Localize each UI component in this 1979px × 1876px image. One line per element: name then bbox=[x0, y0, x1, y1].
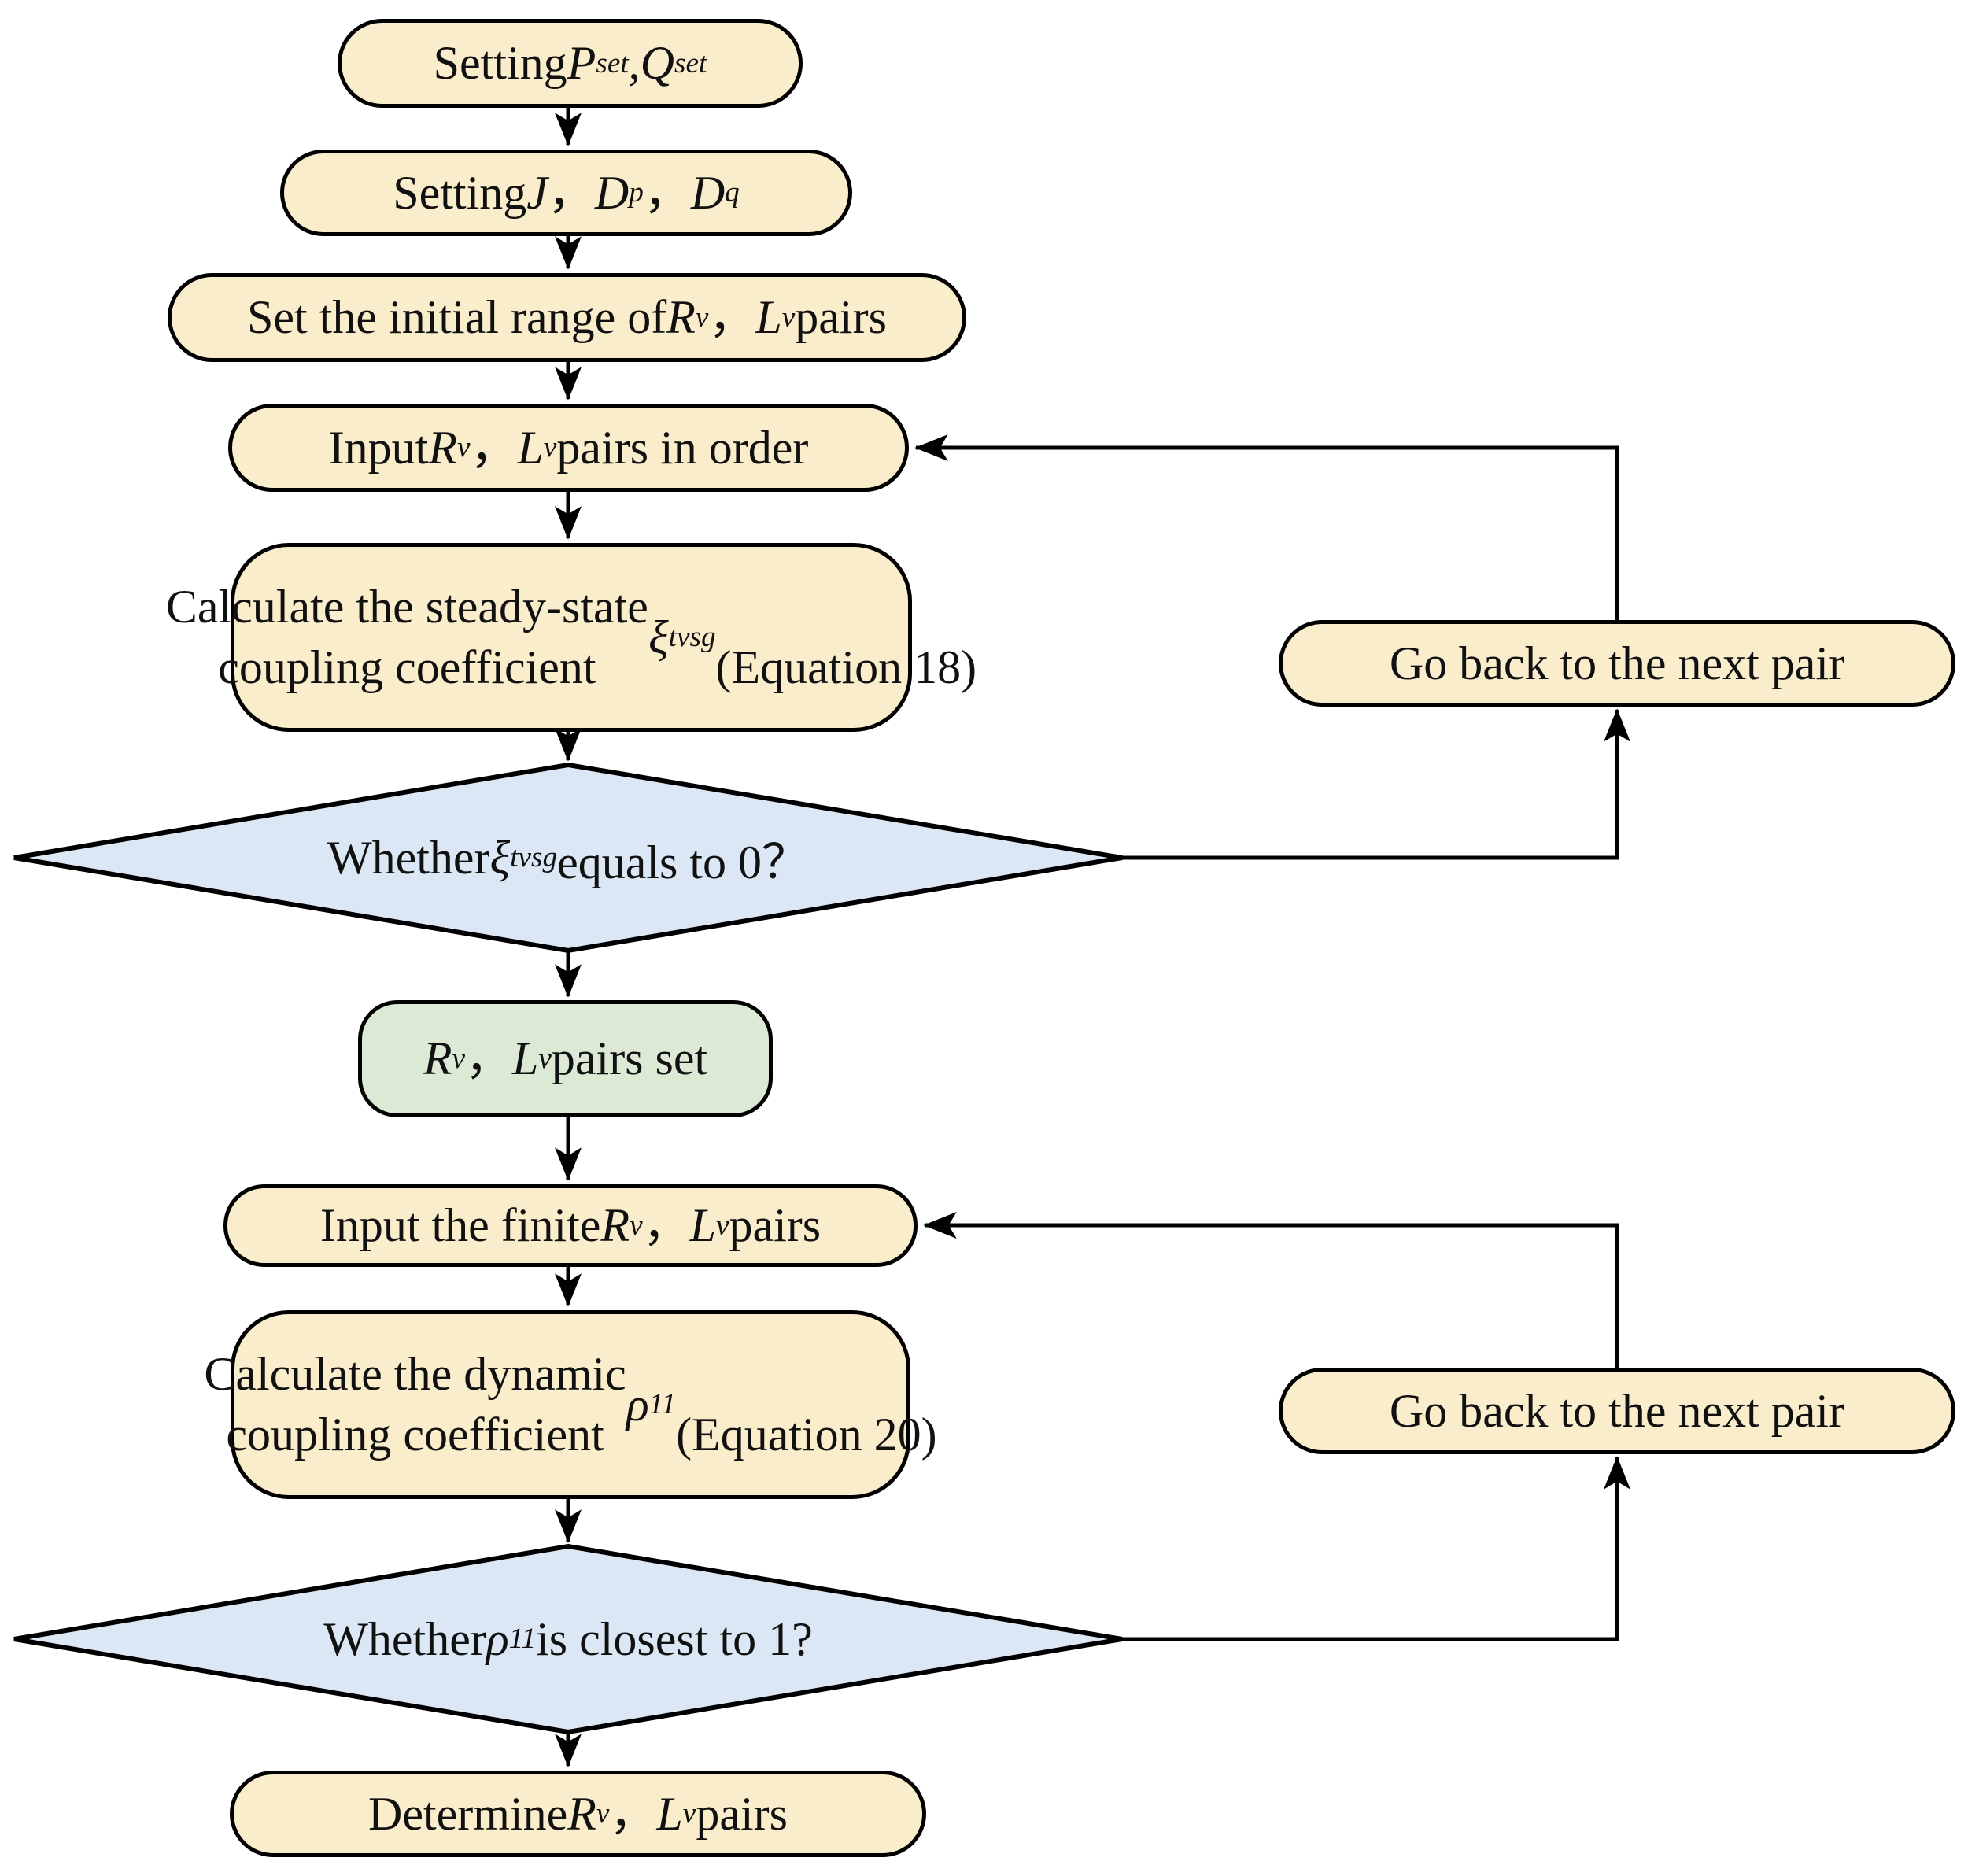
loop1-out bbox=[1122, 708, 1631, 860]
node-go-back-2: Go back to the next pair bbox=[1279, 1368, 1955, 1454]
decision-diamond-xi-shape bbox=[13, 762, 1123, 954]
loop1-return bbox=[914, 434, 1619, 622]
loop2-out bbox=[1122, 1456, 1631, 1642]
node-go-back-1: Go back to the next pair bbox=[1279, 620, 1955, 707]
loop2-return bbox=[923, 1211, 1619, 1369]
decision-diamond-rho-shape bbox=[13, 1543, 1123, 1735]
